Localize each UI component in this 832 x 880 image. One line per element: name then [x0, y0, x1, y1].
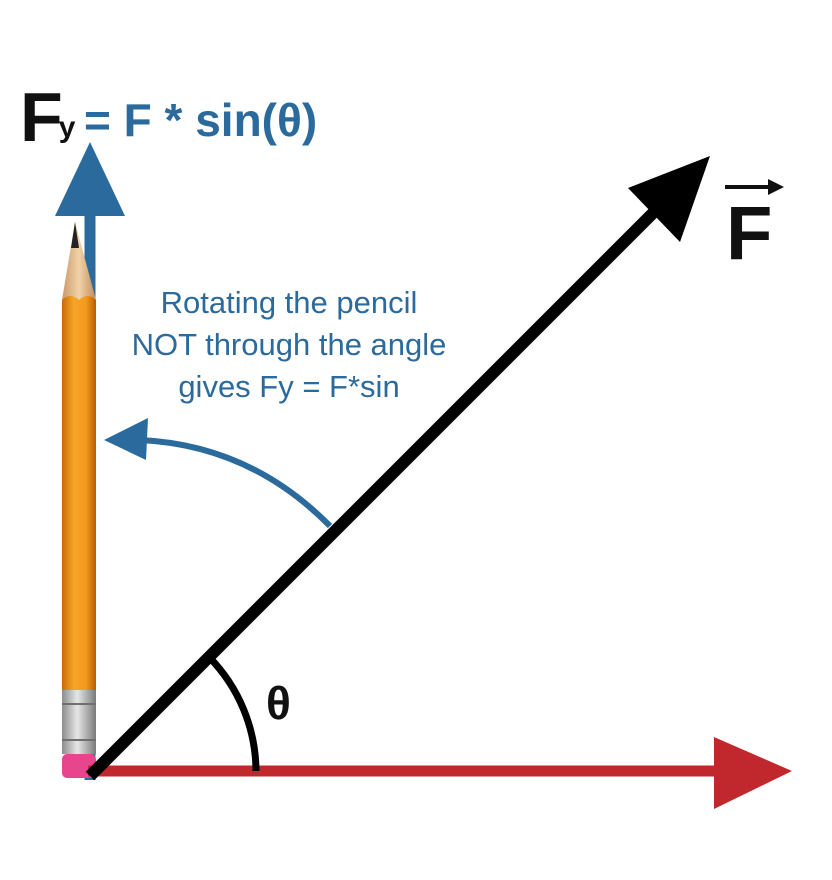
- caption-line-1: Rotating the pencil: [160, 285, 418, 320]
- formula-lhs-symbol: F: [20, 78, 63, 156]
- angle-arc: [206, 654, 260, 772]
- formula-lhs-subscript: y: [58, 111, 76, 144]
- caption-line-3: gives Fy = F*sin: [178, 369, 400, 404]
- rotation-arrow-head: [104, 418, 148, 460]
- rotation-caption: Rotating the pencil NOT through the angl…: [100, 282, 478, 408]
- force-vector-shaft: [85, 193, 673, 781]
- force-vector-head: [628, 156, 710, 242]
- formula-rhs: = F * sin(θ): [84, 94, 318, 146]
- pencil-lead: [71, 222, 79, 248]
- vector-overarrow-icon: [725, 179, 784, 195]
- rotation-arrow: [104, 418, 333, 529]
- formula-lhs: Fy: [20, 82, 79, 152]
- pencil-tip: [62, 222, 96, 300]
- caption-line-2: NOT through the angle: [131, 327, 447, 362]
- rotation-arrow-curve: [139, 437, 333, 529]
- angle-theta-label: θ: [266, 677, 291, 729]
- pencil-body: [62, 296, 96, 690]
- pencil-ferrule: [62, 690, 96, 754]
- force-vector-arrow: [85, 156, 710, 781]
- horizontal-component-arrow: [88, 737, 792, 809]
- vertical-arrow-head: [55, 142, 125, 216]
- force-vector-label: F: [726, 191, 773, 276]
- horizontal-arrow-head: [714, 737, 792, 809]
- pencil-icon: [62, 222, 96, 778]
